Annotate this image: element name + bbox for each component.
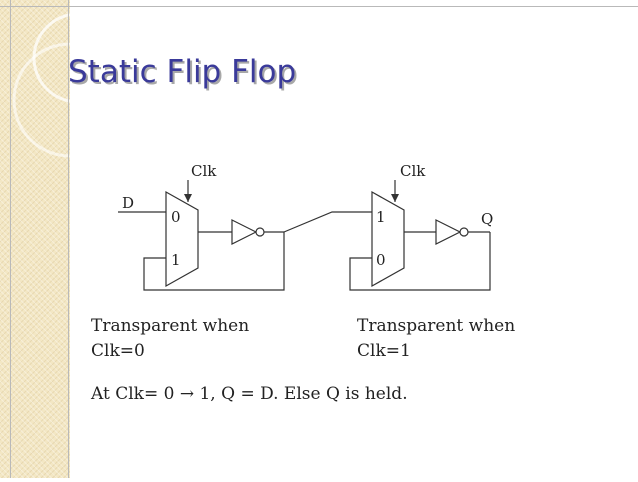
- left-note-line2: Clk=0: [91, 341, 145, 361]
- left-rule-inner: [68, 0, 69, 478]
- right-clock-label: Clk: [400, 162, 426, 180]
- right-inverter: [435, 219, 462, 245]
- q-output-label: Q: [481, 210, 493, 228]
- right-mux-input-bottom-label: 0: [376, 251, 386, 269]
- slide-title: Static Flip Flop: [68, 54, 297, 90]
- left-clock-arrowhead: [184, 194, 192, 202]
- right-inverter-bubble: [459, 227, 469, 237]
- right-note-line1: Transparent when: [357, 316, 516, 336]
- left-feedback-wire: [143, 232, 285, 291]
- left-inverter-bubble: [255, 227, 265, 237]
- right-mux-input-top-label: 1: [376, 208, 386, 226]
- decorative-sidebar: [0, 0, 128, 478]
- left-mux: [165, 190, 199, 288]
- left-mux-input-bottom-label: 1: [171, 251, 181, 269]
- d-input-label: D: [122, 194, 134, 212]
- summary-note: At Clk= 0 → 1, Q = D. Else Q is held.: [91, 384, 408, 404]
- left-clock-label: Clk: [191, 162, 217, 180]
- right-mux: [371, 190, 405, 288]
- left-inverter: [231, 219, 258, 245]
- left-rule-outer: [10, 0, 11, 478]
- stage-connect-wire: [283, 211, 372, 233]
- right-note-line2: Clk=1: [357, 341, 411, 361]
- left-mux-input-top-label: 0: [171, 208, 181, 226]
- left-note-line1: Transparent when: [91, 316, 250, 336]
- right-clock-arrowhead: [391, 194, 399, 202]
- right-feedback-wire: [349, 232, 491, 291]
- top-rule: [0, 6, 638, 7]
